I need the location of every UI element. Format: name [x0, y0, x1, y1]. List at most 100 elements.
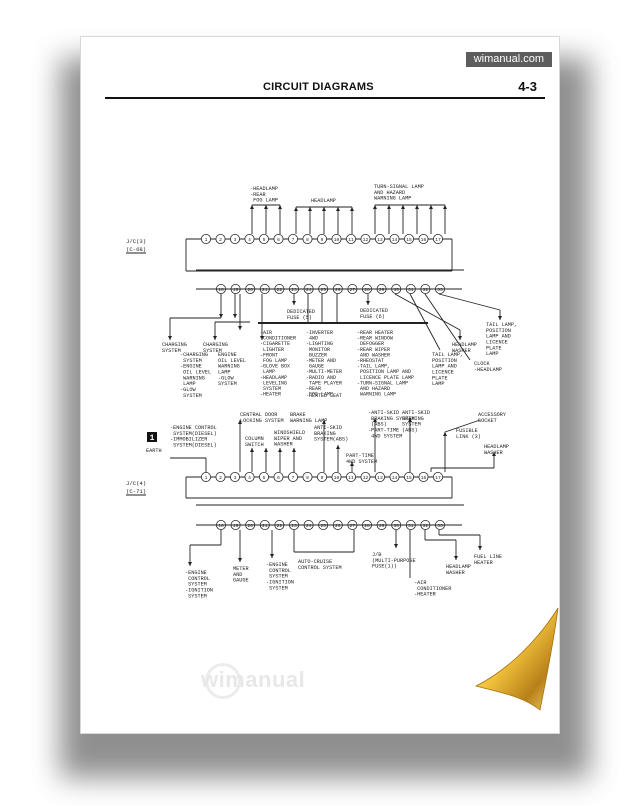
- jc4-pin-29-label: 29: [379, 523, 385, 529]
- jc3-pin-15: [403, 233, 414, 244]
- jc3-pin-30-label: 30: [393, 287, 399, 293]
- jc4-pin-16-label: 16: [421, 475, 427, 481]
- jc4-meter-arrow-head: [238, 558, 242, 562]
- jc4-pin-16: [418, 471, 429, 482]
- jc4-pin-28-label: 28: [364, 523, 370, 529]
- jc3-left-list: -CHARGING SYSTEM-ENGINE OIL LEVEL WARNIN…: [180, 352, 211, 399]
- jc4-pin-7-label: 7: [292, 475, 295, 481]
- jc3-pin-31-label: 31: [408, 287, 414, 293]
- page-curl-icon: [474, 607, 559, 711]
- jc4-label: J/C(4): [126, 480, 146, 487]
- jc4-bottom-engine: -ENGINE CONTROL SYSTEM-IGNITION SYSTEM: [185, 570, 213, 599]
- jc3-pin-2: [215, 233, 226, 244]
- page-number: 4-3: [518, 79, 537, 94]
- jc3-pin-11-label: 11: [348, 237, 354, 243]
- jc3-tail-line: [409, 293, 441, 351]
- jc3-dn-c-head: [260, 336, 264, 340]
- jc3-label: J/C(3): [126, 238, 146, 245]
- jc3-up-c0-head: [373, 205, 377, 209]
- jc3-tail-right-line: [438, 293, 501, 311]
- jc4-pin-26-label: 26: [335, 523, 341, 529]
- jc4-pin-13: [374, 471, 385, 482]
- jc4-pin-6: [273, 471, 284, 482]
- jc4-pin-25-label: 25: [320, 523, 326, 529]
- jc4-pt-arrow-head: [350, 462, 354, 466]
- jc3-pin-9: [316, 233, 327, 244]
- jc3-up-b0-head: [294, 207, 298, 211]
- jc4-pin-5-label: 5: [263, 475, 266, 481]
- jc3-up-b2-head: [322, 207, 326, 211]
- jc3-pin-9-label: 9: [321, 237, 324, 243]
- jc4-pin-12-label: 12: [363, 475, 369, 481]
- jc4-pin-13-label: 13: [377, 475, 383, 481]
- jc3-pin-33-label: 33: [437, 287, 443, 293]
- jc4-pin-27-label: 27: [350, 523, 356, 529]
- jc4-b-arrow3-head: [270, 554, 274, 558]
- watermark-top: wimanual.com: [465, 52, 552, 67]
- jc4-pin-15-label: 15: [406, 475, 412, 481]
- jc4-acc-line: [444, 419, 481, 433]
- jc3-up-c5-head: [443, 205, 447, 209]
- jc4-pin-6-label: 6: [277, 475, 280, 481]
- jc3-dn-a0-head: [219, 314, 223, 318]
- jc4-pin-22-label: 22: [277, 523, 283, 529]
- jc4-pin-10: [331, 471, 342, 482]
- jc4-pin-32-label: 32: [423, 523, 429, 529]
- jc3-box-col1: -AIR CONDITIONER-CIGARETTE LIGHTER-FRONT…: [260, 330, 296, 398]
- jc3-pin-32-label: 32: [423, 287, 429, 293]
- jc4-pin-7: [287, 471, 298, 482]
- jc4-ws-arrow0-head: [278, 448, 282, 452]
- jc3-hw-arrow-head: [458, 336, 462, 340]
- jc3-pin-2-label: 2: [219, 237, 222, 243]
- jc4-pin-9-label: 9: [321, 475, 324, 481]
- jc4-pin-15: [403, 471, 414, 482]
- jc3-pin-23-label: 23: [291, 287, 297, 293]
- jc4-badge: 1: [150, 434, 155, 443]
- jc4-pin-4-label: 4: [248, 475, 251, 481]
- jc3-pin-14: [389, 233, 400, 244]
- jc3-pin-29-label: 29: [379, 287, 385, 293]
- jc4-bottom-engine-2: -ENGINE CONTROL SYSTEM-IGNITION SYSTEM: [266, 562, 294, 591]
- jc3-up-a0-head: [250, 205, 254, 209]
- jc3-pin-6: [273, 233, 284, 244]
- jc4-pin-24-label: 24: [306, 523, 312, 529]
- jc4-pin-12: [360, 471, 371, 482]
- jc3-up-c3-head: [415, 205, 419, 209]
- jc4-pin-10-label: 10: [334, 475, 340, 481]
- jc4-code: (C-71): [126, 488, 146, 495]
- jc3-dn-a1-head: [233, 314, 237, 318]
- jc4-pin-4: [244, 471, 255, 482]
- jc4-abs2-arrow-head: [373, 418, 377, 422]
- jc3-pin-25-label: 25: [320, 287, 326, 293]
- jc4-pin-33-label: 33: [437, 523, 443, 529]
- jc3-hw-line: [394, 293, 461, 331]
- jc3-pin-13-label: 13: [377, 237, 383, 243]
- jc4-jb-arrow-head: [394, 544, 398, 548]
- jc3-box-col3: -REAR HEATER-REAR WINDOW DEFOGGER-REAR W…: [357, 330, 414, 398]
- jc3-up-b3-head: [336, 207, 340, 211]
- jc3-pin-1: [200, 233, 211, 244]
- jc4-air-conditioner: -AIR CONDITIONER-HEATER: [414, 580, 451, 598]
- jc4-col-arrow1-head: [264, 448, 268, 452]
- jc3-pin-8: [302, 233, 313, 244]
- jc4-pin-23-label: 23: [291, 523, 297, 529]
- jc3-up-a1-head: [264, 205, 268, 209]
- jc3-tail-right-arrow-head: [498, 316, 502, 320]
- page-title: CIRCUIT DIAGRAMS: [263, 81, 374, 93]
- jc3-pin-27-label: 27: [350, 287, 356, 293]
- jc4-engine-control: -ENGINE CONTROL SYSTEM(DIESEL)-IMMOBILIZ…: [170, 425, 217, 448]
- jc3-pin-1-label: 1: [205, 237, 208, 243]
